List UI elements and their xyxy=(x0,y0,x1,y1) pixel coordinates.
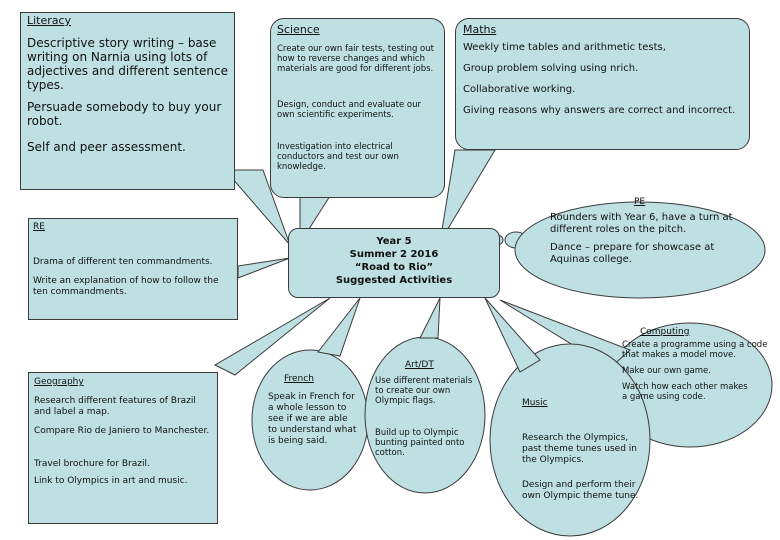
pe-title: PE xyxy=(634,197,646,207)
music-item-1: Research the Olympics, past theme tunes … xyxy=(522,433,637,465)
science-item-3: Investigation into electrical conductors… xyxy=(277,142,399,172)
literacy-callout-tail xyxy=(223,169,291,246)
pe-item-2: Dance – prepare for showcase at Aquinas … xyxy=(550,242,715,265)
geography-tail xyxy=(213,297,331,376)
re-item-2: Write an explanation of how to follow th… xyxy=(33,276,219,297)
computing-content: Computing Create a programme using a cod… xyxy=(622,327,772,402)
art-item-1: Use different materials to create our ow… xyxy=(375,376,473,406)
pe-content: PE Rounders with Year 6, have a turn at … xyxy=(550,196,740,266)
music-item-2: Design and perform their own Olympic the… xyxy=(522,480,639,501)
computing-title: Computing xyxy=(640,327,690,337)
french-title: French xyxy=(284,374,314,384)
science-title: Science xyxy=(277,23,320,36)
french-item-1: Speak in French for a whole lesson to se… xyxy=(268,392,357,446)
re-item-1: Drama of different ten commandments. xyxy=(33,257,213,267)
art-content: Art/DT Use different materials to create… xyxy=(375,360,475,458)
art-title: Art/DT xyxy=(405,360,434,370)
maths-callout-tail xyxy=(439,149,496,243)
geography-item-1: Research different features of Brazil an… xyxy=(34,396,196,417)
music-title: Music xyxy=(522,398,548,408)
center-box: Year 5 Summer 2 2016 “Road to Rio” Sugge… xyxy=(288,228,500,298)
science-box: Science Create our own fair tests, testi… xyxy=(270,18,445,198)
literacy-item-1: Descriptive story writing – base writing… xyxy=(27,36,228,92)
center-line-1: Year 5 xyxy=(376,236,412,247)
music-ellipse xyxy=(489,343,651,537)
center-line-3: “Road to Rio” xyxy=(354,262,434,273)
maths-item-4: Giving reasons why answers are correct a… xyxy=(463,105,736,116)
pe-item-1: Rounders with Year 6, have a turn at dif… xyxy=(550,212,733,235)
science-item-1: Create our own fair tests, testing out h… xyxy=(277,44,434,74)
geography-box: Geography Research different features of… xyxy=(28,372,218,524)
geography-item-4: Link to Olympics in art and music. xyxy=(34,476,188,486)
computing-item-1: Create a programme using a code that mak… xyxy=(622,340,768,360)
re-box: RE Drama of different ten commandments. … xyxy=(28,218,238,320)
geography-item-3: Travel brochure for Brazil. xyxy=(34,459,150,469)
art-item-2: Build up to Olympic bunting painted onto… xyxy=(375,428,465,458)
music-content: Music Research the Olympics, past theme … xyxy=(522,398,640,502)
maths-item-1: Weekly time tables and arithmetic tests, xyxy=(463,42,666,53)
science-item-2: Design, conduct and evaluate our own sci… xyxy=(277,100,421,120)
maths-title: Maths xyxy=(463,23,497,36)
pe-cloud xyxy=(514,201,766,299)
computing-item-3: Watch how each other makes a game using … xyxy=(622,382,748,402)
maths-item-2: Group problem solving using nrich. xyxy=(463,63,639,74)
literacy-item-3: Self and peer assessment. xyxy=(27,140,186,154)
maths-item-3: Collaborative working. xyxy=(463,84,576,95)
center-line-4: Suggested Activities xyxy=(335,275,453,286)
art-tail xyxy=(419,297,441,339)
french-content: French Speak in French for a whole lesso… xyxy=(268,374,358,447)
computing-item-2: Make our own game. xyxy=(622,366,711,376)
music-tail xyxy=(484,297,541,373)
re-callout-tail xyxy=(237,257,291,279)
literacy-title: Literacy xyxy=(27,14,72,27)
geography-item-2: Compare Rio de Janiero to Manchester. xyxy=(34,426,210,436)
re-title: RE xyxy=(33,222,45,232)
maths-box: Maths Weekly time tables and arithmetic … xyxy=(455,18,750,150)
literacy-item-2: Persuade somebody to buy your robot. xyxy=(27,100,222,128)
french-tail xyxy=(317,297,361,357)
geography-title: Geography xyxy=(34,377,84,387)
center-line-2: Summer 2 2016 xyxy=(349,249,439,260)
literacy-box: Literacy Descriptive story writing – bas… xyxy=(20,12,235,190)
